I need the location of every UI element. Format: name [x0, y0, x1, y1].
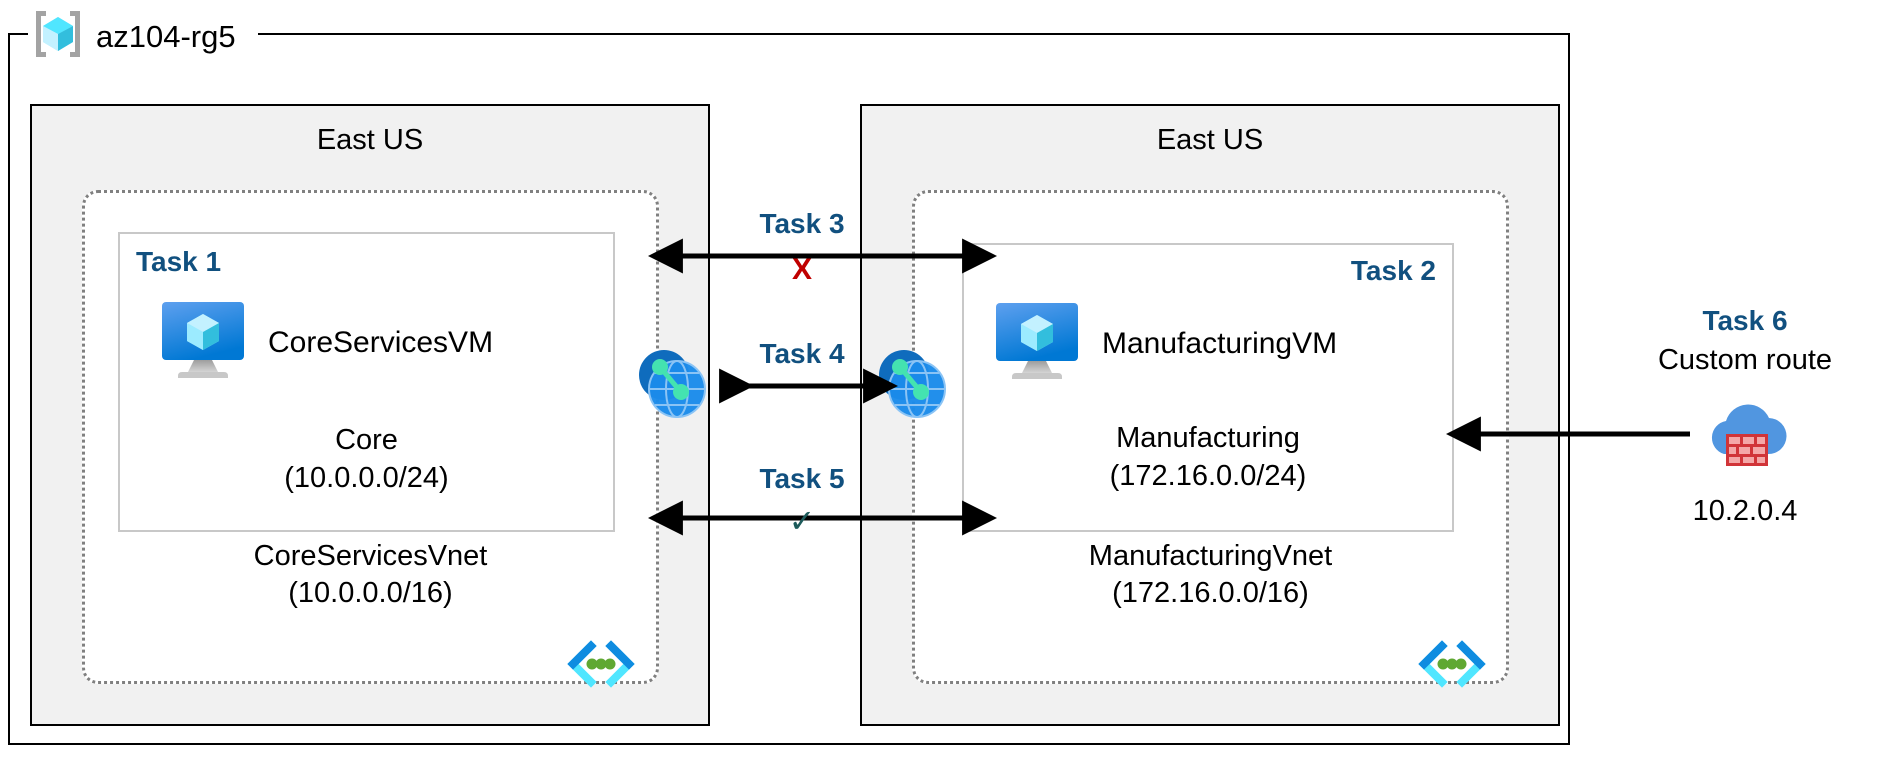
- resource-group-header: az104-rg5: [30, 8, 236, 65]
- azure-firewall-icon: [1698, 396, 1794, 479]
- subnet-manufacturing: Task 2: [962, 243, 1454, 532]
- subnet-cidr-core: (10.0.0.0/24): [284, 462, 449, 494]
- connection-label-task-5: Task 5: [759, 463, 845, 494]
- vm-name-manufacturingvm: ManufacturingVM: [1102, 326, 1338, 360]
- vnet-cidr-left: (10.0.0.0/16): [288, 577, 453, 609]
- firewall-label: Custom route: [1657, 344, 1833, 376]
- connection-label-task-3: Task 3: [759, 208, 845, 239]
- vm-name-coreservicesvm: CoreServicesVM: [268, 325, 494, 359]
- vnet-name-right: ManufacturingVnet: [1088, 540, 1333, 572]
- region-label-right: East US: [1156, 124, 1264, 156]
- subnet-cidr-manufacturing: (172.16.0.0/24): [1109, 460, 1307, 492]
- azure-resource-group-icon: [30, 8, 86, 65]
- vm-row-manufacturingvm: ManufacturingVM: [994, 301, 1337, 386]
- firewall-task-tag: Task 6: [1702, 305, 1788, 336]
- virtual-machine-icon-right: [994, 301, 1080, 386]
- subnet-name-manufacturing: Manufacturing: [1116, 422, 1300, 454]
- subnet-core: Task 1: [118, 232, 615, 532]
- connection-label-task-4: Task 4: [759, 338, 845, 369]
- resource-group-boundary: [8, 33, 1570, 745]
- region-label-left: East US: [316, 124, 424, 156]
- subnet-name-core: Core: [335, 424, 398, 456]
- virtual-machine-icon-left: [160, 300, 246, 385]
- vnet-peering-icon-right: [872, 343, 952, 428]
- vm-row-coreservicesvm: CoreServicesVM: [160, 300, 493, 385]
- virtual-network-icon-right: [1418, 640, 1486, 693]
- virtual-network-icon-left: [567, 640, 635, 693]
- connection-mark-task-3: X: [791, 253, 812, 286]
- vnet-name-left: CoreServicesVnet: [253, 540, 488, 572]
- vnet-cidr-right: (172.16.0.0/16): [1112, 577, 1309, 609]
- firewall-ip-address: 10.2.0.4: [1692, 495, 1798, 527]
- connection-mark-task-5: ✓: [788, 503, 816, 539]
- vnet-peering-icon-left: [632, 343, 712, 428]
- resource-group-name: az104-rg5: [96, 18, 236, 54]
- task-tag-task-1: Task 1: [136, 246, 222, 277]
- task-tag-task-2: Task 2: [1350, 255, 1436, 286]
